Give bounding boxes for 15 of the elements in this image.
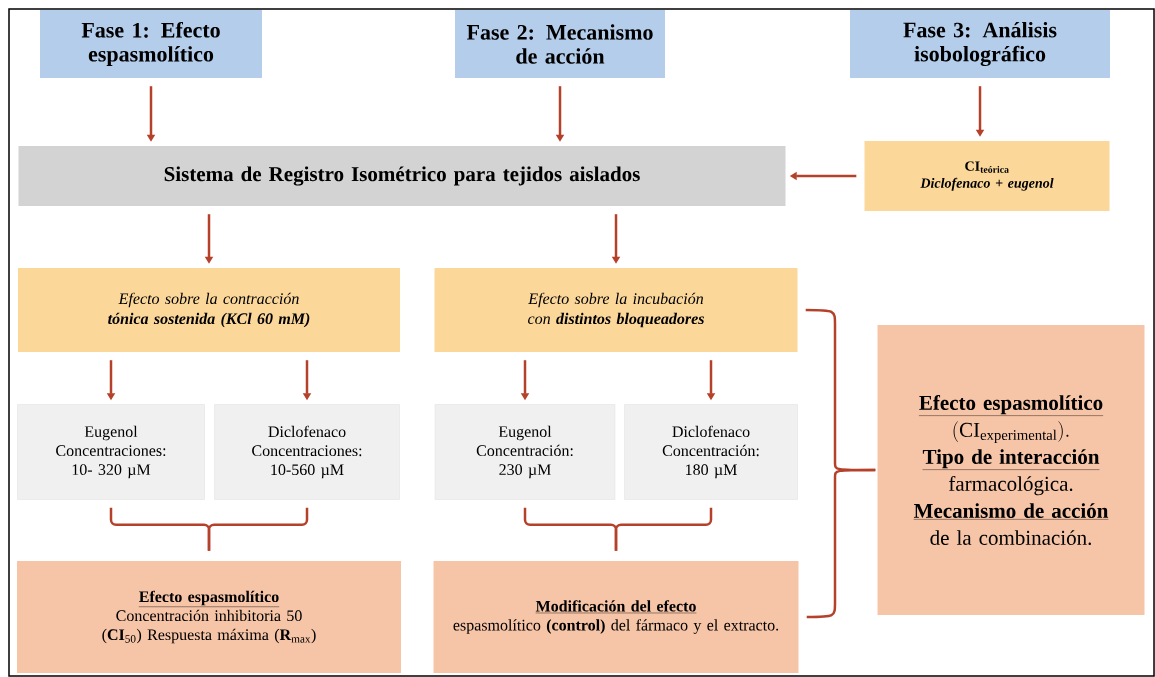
connector-line <box>806 468 876 619</box>
effect-box: Efecto sobre la incubación con distintos bloqueadores <box>434 268 798 352</box>
phase-box: Fase 1: Efecto espasmolítico <box>40 10 262 78</box>
sample-box: Diclofenaco Concentraciones: 10-560 µM <box>214 404 400 500</box>
sample-box: Eugenol Concentraciones: 10- 320 µM <box>17 404 205 500</box>
summary-box: Efecto espasmolítico $(\mathrm{CI}_{\mathrm{experimental}}).$ Tipo de interacción farmacológica. Mecanismo de acción de la combinación. <box>877 325 1145 615</box>
result-box: Modificación del efecto espasmolítico (control) del fármaco y el extracto. <box>433 561 799 673</box>
phase-box: Fase 3: Análisis isobolográfico <box>850 10 1110 78</box>
sample-box: Eugenol Concentración: 230 µM <box>434 404 616 500</box>
phase-box: Fase 2: Mecanismo de acción <box>455 10 665 78</box>
sample-box: Diclofenaco Concentración: 180 µM <box>624 404 798 500</box>
system-box: Sistema de Registro Isométrico para tejidos aislados <box>18 146 786 206</box>
theory-box: CI$_{teórica}$ Diclofenaco + eugenol <box>864 141 1110 211</box>
effect-box: Efecto sobre la contracción tónica sostenida (KCl 60 mM) <box>18 268 400 352</box>
result-box: Efecto espasmolítico Concentración inhibitoria 50 (CI$_{50}$) Respuesta máxima (R$_{max}$) <box>17 561 401 673</box>
